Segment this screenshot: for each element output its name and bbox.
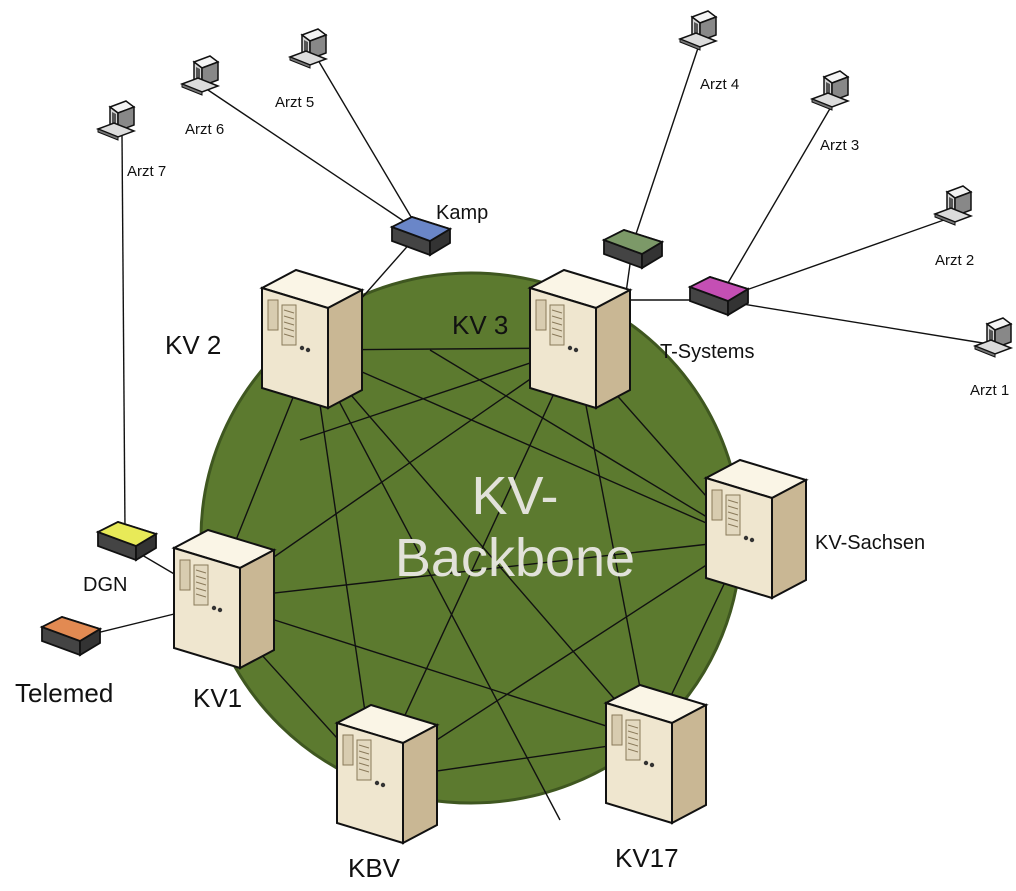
label-kv1: KV1 <box>193 683 243 713</box>
computer-arzt4 <box>679 10 717 51</box>
server-kv17 <box>605 684 707 824</box>
label-arzt1: Arzt 1 <box>970 382 1010 399</box>
computer-arzt7 <box>97 100 135 141</box>
label-arzt4: Arzt 4 <box>700 76 740 93</box>
label-kv2: KV 2 <box>165 330 222 360</box>
server-kbv <box>336 704 438 844</box>
server-kv1 <box>173 529 275 669</box>
label-t-systems: T-Systems <box>660 341 755 363</box>
label-arzt3: Arzt 3 <box>820 137 860 154</box>
computer-arzt1 <box>974 317 1012 358</box>
label-arzt5: Arzt 5 <box>275 94 315 111</box>
label-arzt7: Arzt 7 <box>127 163 167 180</box>
computer-arzt2 <box>934 185 972 226</box>
server-kv3 <box>529 269 631 409</box>
router-kamp <box>389 216 453 256</box>
label-kv17: KV17 <box>615 843 679 873</box>
label-telemed: Telemed <box>15 678 114 708</box>
server-kv2 <box>261 269 363 409</box>
label-kamp: Kamp <box>436 202 489 224</box>
computer-arzt6 <box>181 55 219 96</box>
backbone-label-line1: KV- <box>471 466 559 526</box>
computer-arzt3 <box>811 70 849 111</box>
label-dgn: DGN <box>83 574 128 596</box>
backbone-label-line2: Backbone <box>394 528 636 588</box>
server-kv-sachsen <box>705 459 807 599</box>
router-dgn <box>95 521 159 561</box>
computer-arzt5 <box>289 28 327 69</box>
label-kv3: KV 3 <box>452 310 509 340</box>
router-telemed <box>39 616 103 656</box>
label-arzt2: Arzt 2 <box>935 252 975 269</box>
router-t-systems <box>687 276 751 316</box>
backbone-label: KV- Backbone <box>350 465 680 589</box>
label-kv-sachsen: KV-Sachsen <box>815 532 926 554</box>
router-arzt4 <box>601 229 665 269</box>
label-kbv: KBV <box>348 853 401 883</box>
label-arzt6: Arzt 6 <box>185 121 225 138</box>
